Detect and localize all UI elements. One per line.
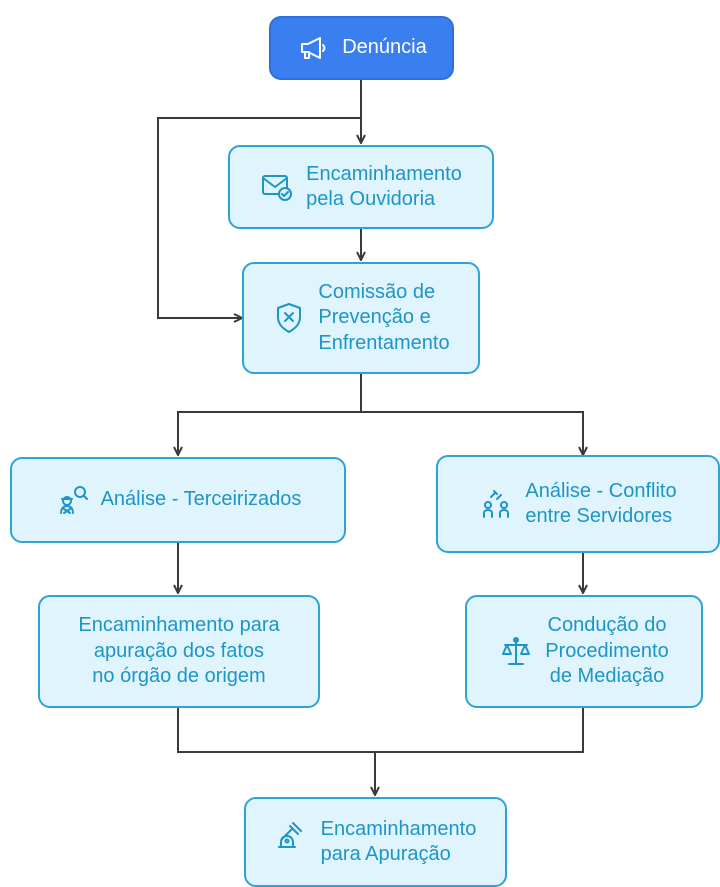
shield-x-icon [272,301,306,335]
node-conflito: Análise - Conflito entre Servidores [436,455,720,553]
node-denuncia: Denúncia [269,16,454,80]
node-comissao-label: Comissão de Prevenção e Enfrentamento [318,280,450,354]
node-mediacao: Condução do Procedimento de Mediação [465,595,703,708]
worker-search-icon [55,483,89,517]
megaphone-icon [296,31,330,65]
node-orgao-origem-label: Encaminhamento para apuração dos fatos n… [78,614,280,688]
gavel-icon [275,817,309,851]
edge-orgao-merge [177,708,584,753]
node-conflito-label: Análise - Conflito entre Servidores [525,479,677,527]
scales-icon [499,635,533,669]
node-apuracao-label: Encaminhamento para Apuração [320,818,477,866]
node-mediacao-label: Condução do Procedimento de Mediação [545,614,669,688]
edge-comissao-split [178,374,362,455]
edge-denuncia-to-comissao [157,117,361,318]
node-ouvidoria-label: Encaminhamento pela Ouvidoria [306,162,462,210]
mail-check-icon [260,170,294,204]
node-denuncia-label: Denúncia [342,36,427,59]
people-conflict-icon [479,487,513,521]
node-terceirizados: Análise - Terceirizados [10,457,346,543]
node-ouvidoria: Encaminhamento pela Ouvidoria [228,145,494,229]
node-terceirizados-label: Análise - Terceirizados [100,488,302,511]
node-orgao-origem: Encaminhamento para apuração dos fatos n… [38,595,320,708]
edge-comissao-to-conflito [361,411,583,455]
node-comissao: Comissão de Prevenção e Enfrentamento [242,262,480,374]
